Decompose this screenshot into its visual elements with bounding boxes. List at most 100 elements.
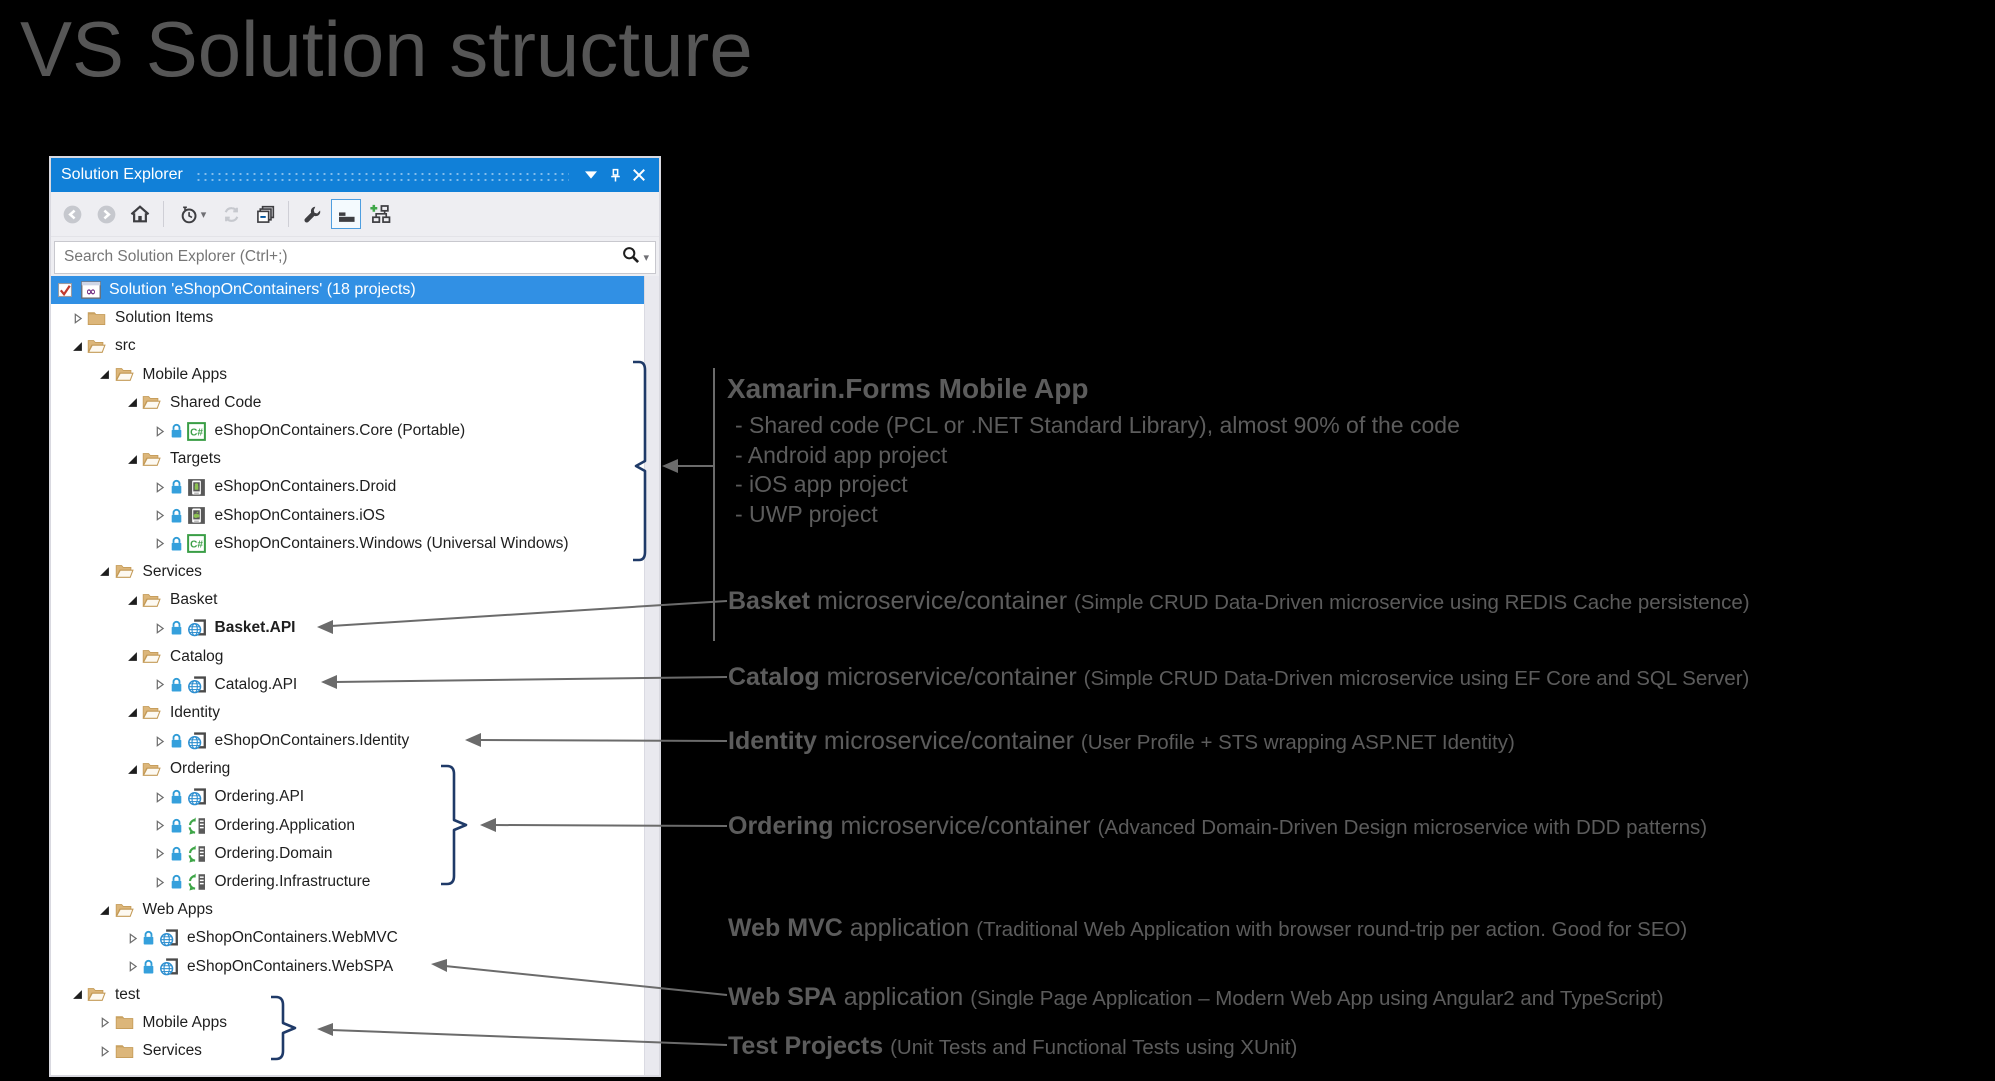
- collapse-all-icon[interactable]: [250, 199, 280, 229]
- lock-icon: [170, 874, 184, 890]
- folder-closed-icon: [115, 1042, 136, 1061]
- panel-title: Solution Explorer: [61, 166, 183, 183]
- annotation-type: microservice/container: [810, 587, 1074, 615]
- annotation-description: (User Profile + STS wrapping ASP.NET Ide…: [1080, 731, 1515, 754]
- tree-item-eshoponcontainers-identity[interactable]: eShopOnContainers.Identity: [51, 727, 644, 755]
- properties-wrench-icon[interactable]: [297, 199, 327, 229]
- lock-icon: [170, 733, 184, 749]
- page-title: VS Solution structure: [20, 5, 753, 93]
- annotation-term: Test Projects: [728, 1032, 884, 1060]
- expander-closed-icon[interactable]: [153, 425, 167, 437]
- tree-item-mobile-apps[interactable]: Mobile Apps: [51, 1009, 644, 1037]
- web-icon: [159, 957, 180, 977]
- lock-icon: [170, 423, 184, 439]
- expander-open-icon[interactable]: [125, 595, 139, 606]
- tree-item-ordering[interactable]: Ordering: [51, 755, 644, 783]
- expander-closed-icon[interactable]: [153, 820, 167, 832]
- expander-closed-icon[interactable]: [125, 933, 139, 944]
- annotation-catalog: Catalog microservice/container (Simple C…: [728, 664, 1749, 694]
- expander-open-icon[interactable]: [70, 989, 84, 1000]
- tree-item-eshoponcontainers-webspa[interactable]: eShopOnContainers.WebSPA: [51, 953, 644, 981]
- tree-item-solution-eshoponcontainers-18-projects[interactable]: ∞Solution 'eShopOnContainers' (18 projec…: [51, 276, 644, 305]
- tree-item-ordering-infrastructure[interactable]: Ordering.Infrastructure: [51, 868, 644, 896]
- tree-item-eshoponcontainers-webmvc[interactable]: eShopOnContainers.WebMVC: [51, 924, 644, 952]
- chevron-down-icon[interactable]: [579, 163, 603, 187]
- expander-closed-icon[interactable]: [153, 679, 167, 691]
- tree-item-eshoponcontainers-ios[interactable]: eShopOnContainers.iOS: [51, 502, 644, 530]
- tree-item-ordering-domain[interactable]: Ordering.Domain: [51, 840, 644, 868]
- close-icon[interactable]: [627, 163, 651, 187]
- titlebar-grip: [194, 170, 569, 182]
- expander-closed-icon[interactable]: [153, 848, 167, 860]
- folder-open-icon: [87, 337, 108, 356]
- source-control-check-icon: [58, 283, 75, 298]
- expander-closed-icon[interactable]: [153, 482, 167, 493]
- tree-item-eshoponcontainers-droid[interactable]: eShopOnContainers.Droid: [51, 473, 644, 501]
- expander-closed-icon[interactable]: [153, 538, 167, 550]
- expander-closed-icon[interactable]: [98, 1045, 112, 1057]
- expander-closed-icon[interactable]: [153, 622, 167, 634]
- tree-item-shared-code[interactable]: Shared Code: [51, 389, 644, 417]
- expander-open-icon[interactable]: [70, 341, 84, 352]
- expander-closed-icon[interactable]: [153, 735, 167, 747]
- search-icon[interactable]: [621, 245, 641, 270]
- expander-open-icon[interactable]: [125, 707, 139, 718]
- expander-open-icon[interactable]: [98, 369, 112, 380]
- tree-item-web-apps[interactable]: Web Apps: [51, 896, 644, 924]
- tree-item-test[interactable]: test: [51, 981, 644, 1009]
- solution-tree: ∞Solution 'eShopOnContainers' (18 projec…: [51, 276, 644, 1075]
- show-all-files-icon[interactable]: [365, 199, 395, 229]
- tree-item-basket[interactable]: Basket: [51, 586, 644, 614]
- tree-item-ordering-api[interactable]: Ordering.API: [51, 783, 644, 811]
- annotation-type: microservice/container: [833, 812, 1098, 840]
- expander-closed-icon[interactable]: [70, 312, 84, 324]
- expander-closed-icon[interactable]: [153, 792, 167, 803]
- tree-item-src[interactable]: src: [51, 332, 644, 360]
- tree-item-eshoponcontainers-windows-universal-windows[interactable]: C#eShopOnContainers.Windows (Universal W…: [51, 530, 644, 558]
- folder-open-icon: [142, 647, 163, 666]
- tree-item-identity[interactable]: Identity: [51, 699, 644, 727]
- folder-open-icon: [142, 760, 163, 779]
- preview-selected-items-icon[interactable]: [331, 199, 361, 229]
- search-input[interactable]: Search Solution Explorer (Ctrl+;) ▾: [54, 240, 656, 274]
- history-clock-icon[interactable]: ▾: [172, 199, 212, 229]
- search-placeholder: Search Solution Explorer (Ctrl+;): [64, 248, 288, 265]
- expander-open-icon[interactable]: [125, 454, 139, 465]
- search-options-caret-icon[interactable]: ▾: [643, 251, 649, 264]
- expander-open-icon[interactable]: [98, 905, 112, 916]
- tree-item-services[interactable]: Services: [51, 558, 644, 586]
- tree-item-ordering-application[interactable]: Ordering.Application: [51, 812, 644, 840]
- home-icon[interactable]: [125, 199, 155, 229]
- classlib-icon: [187, 844, 208, 864]
- sync-icon: [216, 199, 246, 229]
- web-icon: [187, 787, 208, 807]
- expander-closed-icon[interactable]: [98, 1017, 112, 1029]
- web-icon: [159, 928, 180, 948]
- expander-open-icon[interactable]: [125, 397, 139, 408]
- tree-item-catalog-api[interactable]: Catalog.API: [51, 671, 644, 699]
- tree-item-catalog[interactable]: Catalog: [51, 642, 644, 670]
- annotation-test: Test Projects (Unit Tests and Functional…: [728, 1033, 1297, 1063]
- expander-closed-icon[interactable]: [153, 510, 167, 521]
- lock-icon: [170, 789, 184, 805]
- lock-icon: [170, 620, 184, 636]
- panel-titlebar[interactable]: Solution Explorer: [51, 158, 659, 192]
- expander-open-icon[interactable]: [125, 764, 139, 775]
- pin-icon[interactable]: [603, 163, 627, 187]
- toolbar: ▾: [51, 192, 659, 237]
- expander-open-icon[interactable]: [125, 651, 139, 662]
- solution-explorer-panel: Solution Explorer ▾ Search Solution Expl…: [49, 156, 661, 1077]
- vertical-scrollbar[interactable]: [644, 276, 659, 1075]
- tree-item-services[interactable]: Services: [51, 1037, 644, 1065]
- tree-item-eshoponcontainers-core-portable[interactable]: C#eShopOnContainers.Core (Portable): [51, 417, 644, 445]
- tree-item-targets[interactable]: Targets: [51, 445, 644, 473]
- annotation-list-item: - Android app project: [735, 441, 948, 468]
- tree-item-basket-api[interactable]: Basket.API: [51, 614, 644, 642]
- expander-open-icon[interactable]: [98, 566, 112, 577]
- tree-item-mobile-apps[interactable]: Mobile Apps: [51, 361, 644, 389]
- expander-closed-icon[interactable]: [153, 876, 167, 888]
- annotation-list-item: - iOS app project: [735, 471, 908, 497]
- tree-item-solution-items[interactable]: Solution Items: [51, 304, 644, 332]
- expander-closed-icon[interactable]: [125, 961, 139, 972]
